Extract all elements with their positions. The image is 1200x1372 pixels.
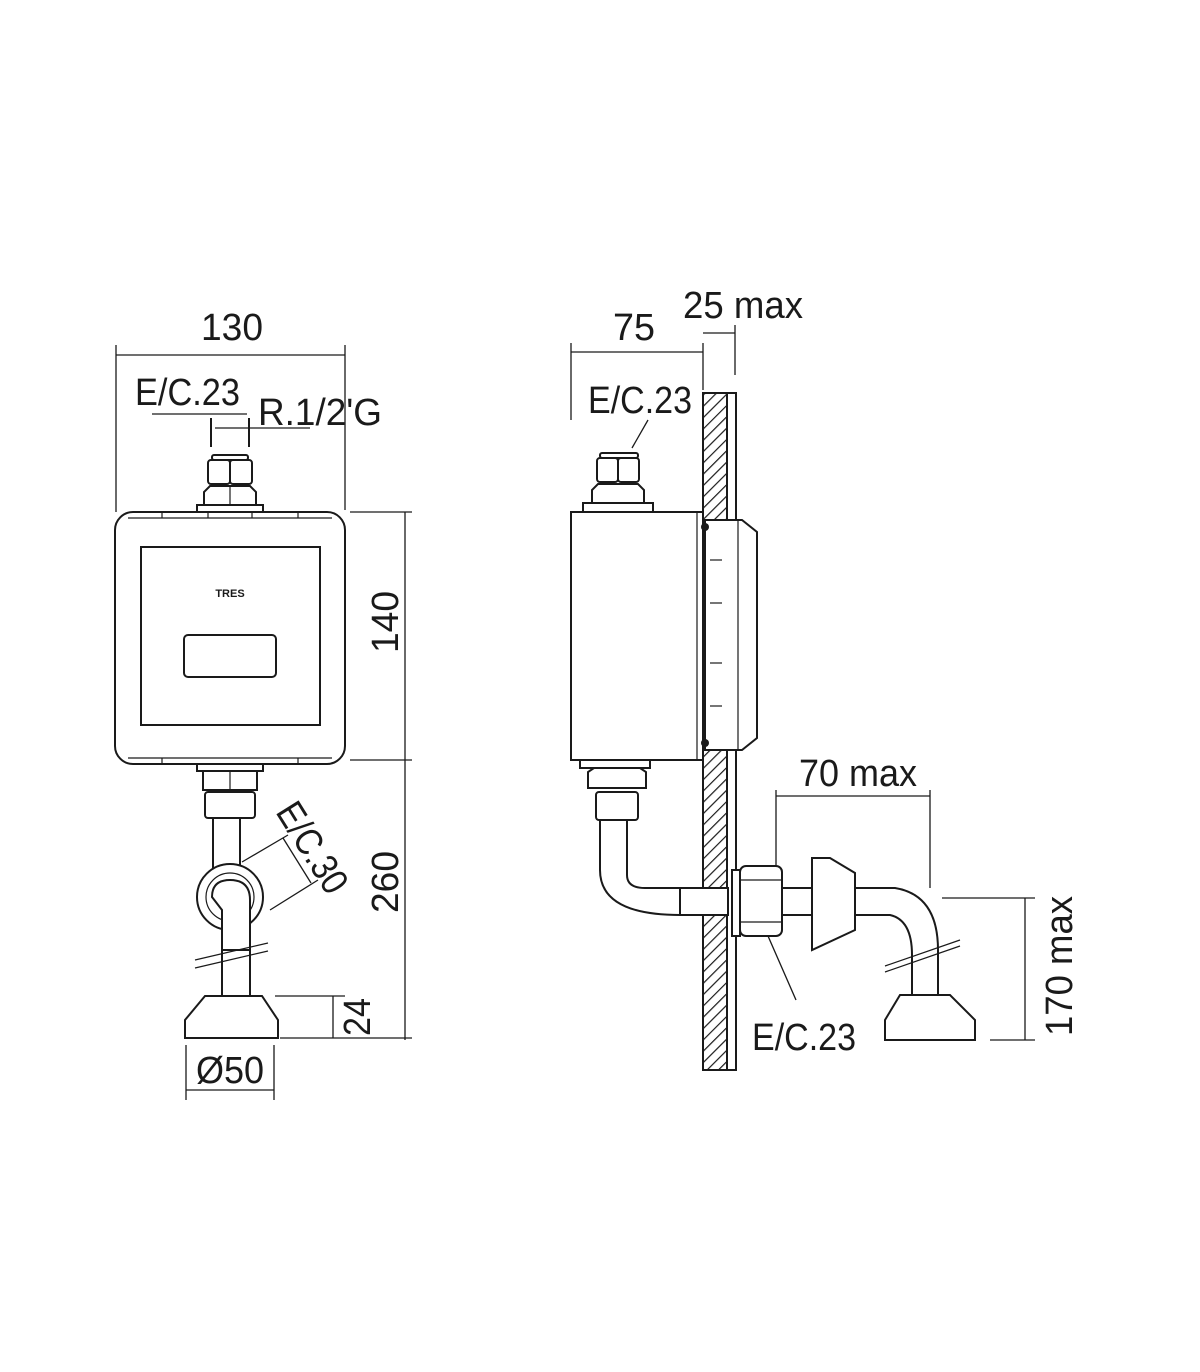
width-dim-label: 130 <box>201 307 263 349</box>
depth-dimensions: 75 25 max <box>570 285 803 420</box>
side-outlet-pipe <box>579 759 976 1041</box>
foot-diameter-dimension: Ø50 <box>185 1045 275 1100</box>
height-dimension: 140 260 <box>350 511 412 1040</box>
bottom-nut-key: E/C.23 <box>752 935 856 1059</box>
side-nut-key-bottom-label: E/C.23 <box>752 1017 856 1059</box>
height-dim-label: 140 <box>365 591 407 653</box>
brand-logo: TRES <box>215 588 244 600</box>
elbow-key-label: E/C.30 <box>267 795 356 902</box>
front-view: 130 E/C.23 R.1/2'G <box>114 307 412 1100</box>
bottom-outlet <box>184 763 279 1039</box>
thread-label: R.1/2'G <box>258 392 382 434</box>
foot-height-dim-label: 24 <box>337 998 379 1036</box>
top-connection-labels: E/C.23 R.1/2'G <box>135 372 382 447</box>
side-nut-key-top-label: E/C.23 <box>588 380 692 422</box>
total-height-dim-label: 260 <box>365 851 407 913</box>
depth-dim-label: 75 <box>613 307 655 349</box>
sensor-window <box>183 634 277 678</box>
wall-dim-label: 25 max <box>683 285 803 327</box>
nut-key-top-label: E/C.23 <box>135 372 240 414</box>
foot-diameter-dim-label: Ø50 <box>196 1050 264 1092</box>
top-nut <box>196 454 264 514</box>
drop-dim-label: 170 max <box>1039 896 1081 1036</box>
side-body <box>570 511 758 761</box>
flush-valve-body: TRES <box>114 511 346 765</box>
side-view: 75 25 max E/C.23 <box>570 285 1081 1071</box>
offset-dimension: 70 max <box>775 753 931 888</box>
drop-dimension: 170 max <box>942 896 1081 1041</box>
foot-height-dimension: 24 <box>275 995 412 1039</box>
side-top-nut: E/C.23 <box>582 380 692 513</box>
width-dimension: 130 <box>115 307 346 512</box>
offset-dim-label: 70 max <box>799 753 917 795</box>
